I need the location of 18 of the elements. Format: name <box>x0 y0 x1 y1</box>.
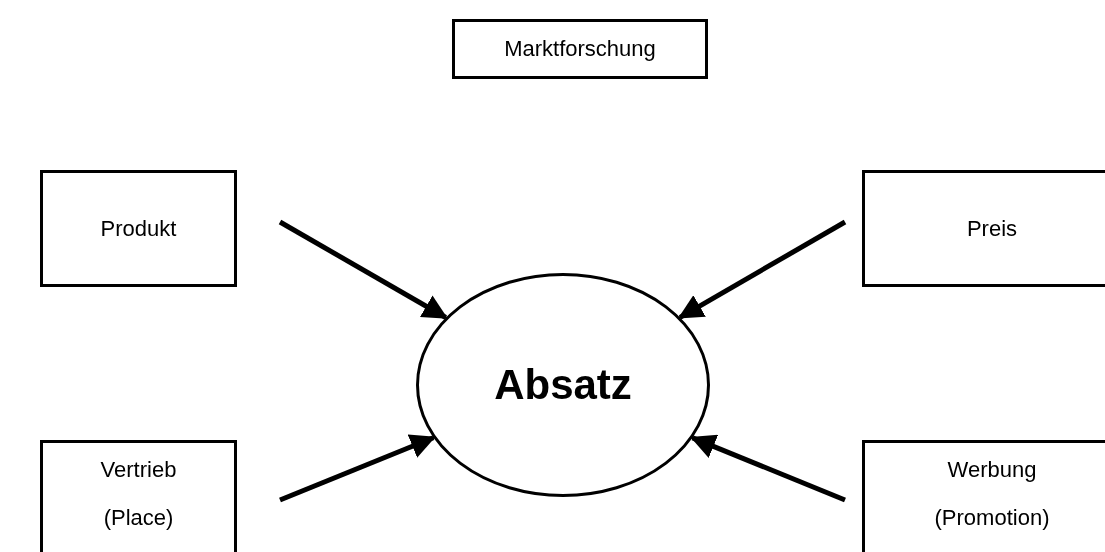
node-label: Produkt <box>100 215 177 242</box>
node-label: Preis <box>966 215 1018 242</box>
text-box <box>862 440 1105 552</box>
text-box <box>452 19 708 79</box>
node-label: Marktforschung <box>504 36 656 62</box>
node-label: Absatz <box>494 361 632 409</box>
arrow <box>279 434 436 503</box>
ellipse-node <box>416 273 710 497</box>
text-box <box>40 170 237 287</box>
node-label: Werbung <box>947 457 1037 483</box>
arrow <box>690 434 846 503</box>
arrow <box>278 219 448 320</box>
node-label: (Place) <box>103 505 174 531</box>
node-label: Vertrieb <box>100 457 177 483</box>
arrow <box>677 219 847 320</box>
text-box <box>862 170 1105 287</box>
node-label: (Promotion) <box>934 505 1050 531</box>
text-box <box>40 440 237 552</box>
